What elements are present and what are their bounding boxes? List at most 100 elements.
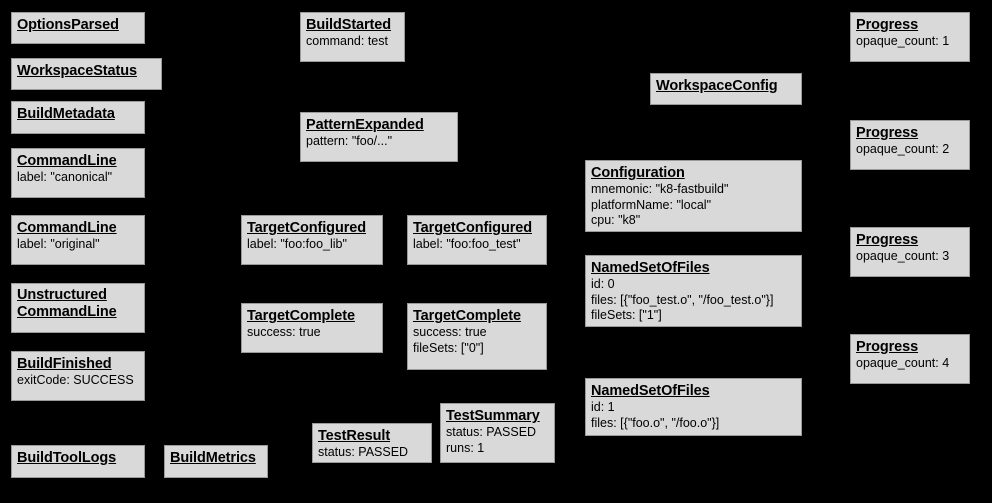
node-title: Progress [856, 232, 919, 248]
node-fields: command: test [306, 34, 399, 50]
node-field: fileSets: ["1"] [591, 308, 662, 322]
node-title: TargetComplete [413, 308, 521, 324]
node-field: fileSets: ["0"] [413, 340, 484, 355]
node-field: opaque_count: 2 [856, 142, 950, 156]
node-fields: pattern: "foo/..." [306, 134, 452, 150]
node-title-container: BuildStarted [306, 16, 399, 34]
node-field: exitCode: SUCCESS [17, 373, 134, 387]
node-title-container: BuildFinished [17, 355, 139, 373]
node-title: BuildStarted [306, 17, 392, 33]
node-title-container: TargetConfigured [413, 219, 541, 237]
node-field: success: true [247, 325, 321, 339]
node-field: command: test [306, 34, 388, 48]
node-field: label: "foo:foo_lib" [247, 237, 347, 251]
node-field: label: "original" [17, 237, 100, 251]
node-title-container: CommandLine [17, 152, 139, 170]
node-title: Progress [856, 125, 919, 141]
node-field: id: 1 [591, 400, 615, 414]
node-title: OptionsParsed [17, 17, 119, 33]
node-fields: success: true [247, 325, 377, 341]
node-title: TargetComplete [247, 308, 355, 324]
node-title: TestResult [318, 428, 391, 444]
node-field: label: "foo:foo_test" [413, 237, 521, 251]
node-field: id: 0 [591, 277, 615, 291]
node-field: success: true [413, 325, 487, 339]
node-field: opaque_count: 4 [856, 356, 950, 370]
node-title-container: Progress [856, 231, 964, 249]
node-title-container: WorkspaceConfig [656, 77, 796, 95]
node-title-container: NamedSetOfFiles [591, 382, 796, 400]
node-fields: label: "canonical" [17, 170, 139, 186]
node-fields: label: "original" [17, 237, 139, 253]
node-fields: status: PASSED [318, 445, 426, 461]
node-field: label: "canonical" [17, 170, 113, 184]
node-build-metrics[interactable]: BuildMetrics [164, 445, 268, 478]
node-field: files: [{"foo.o", "/foo.o"}] [591, 415, 720, 430]
node-fields: opaque_count: 1 [856, 34, 964, 50]
node-title: TargetConfigured [413, 220, 532, 236]
node-build-metadata[interactable]: BuildMetadata [11, 101, 145, 134]
node-title-container: TestSummary [446, 407, 549, 425]
node-fields: label: "foo:foo_lib" [247, 237, 377, 253]
node-title: BuildFinished [17, 356, 112, 372]
node-title-container: Progress [856, 338, 964, 356]
node-workspace-config[interactable]: WorkspaceConfig [650, 73, 802, 105]
node-title-container: BuildToolLogs [17, 449, 139, 467]
node-title: NamedSetOfFiles [591, 383, 710, 399]
node-field: platformName: "local" [591, 197, 712, 212]
node-fields: exitCode: SUCCESS [17, 373, 139, 389]
node-title-container: TargetComplete [413, 307, 541, 325]
node-title: Progress [856, 17, 919, 33]
node-title-container: OptionsParsed [17, 16, 139, 34]
node-title-container: Progress [856, 124, 964, 142]
node-title: NamedSetOfFiles [591, 260, 710, 276]
node-title: Configuration [591, 165, 685, 181]
node-fields: opaque_count: 3 [856, 249, 964, 265]
node-field: pattern: "foo/..." [306, 134, 393, 148]
node-field: opaque_count: 3 [856, 249, 950, 263]
node-workspace-status[interactable]: WorkspaceStatus [11, 58, 162, 90]
node-title-container: Configuration [591, 164, 796, 182]
node-title: WorkspaceStatus [17, 63, 137, 79]
node-fields: label: "foo:foo_test" [413, 237, 541, 253]
node-title: TestSummary [446, 408, 540, 424]
node-field: mnemonic: "k8-fastbuild" [591, 182, 729, 196]
node-title: BuildMetrics [170, 450, 256, 466]
node-build-tool-logs[interactable]: BuildToolLogs [11, 445, 145, 478]
node-title-container: Progress [856, 16, 964, 34]
node-title-container: TestResult [318, 427, 426, 445]
node-title: BuildMetadata [17, 106, 115, 122]
node-fields: opaque_count: 2 [856, 142, 964, 158]
node-fields: mnemonic: "k8-fastbuild"platformName: "l… [591, 182, 796, 229]
node-title: TargetConfigured [247, 220, 366, 236]
node-title-container: TargetComplete [247, 307, 377, 325]
node-field: runs: 1 [446, 440, 485, 455]
node-field: files: [{"foo_test.o", "/foo_test.o"}] [591, 292, 774, 307]
node-field: cpu: "k8" [591, 213, 641, 227]
node-options-parsed[interactable]: OptionsParsed [11, 12, 145, 44]
node-title-container: BuildMetadata [17, 105, 139, 123]
